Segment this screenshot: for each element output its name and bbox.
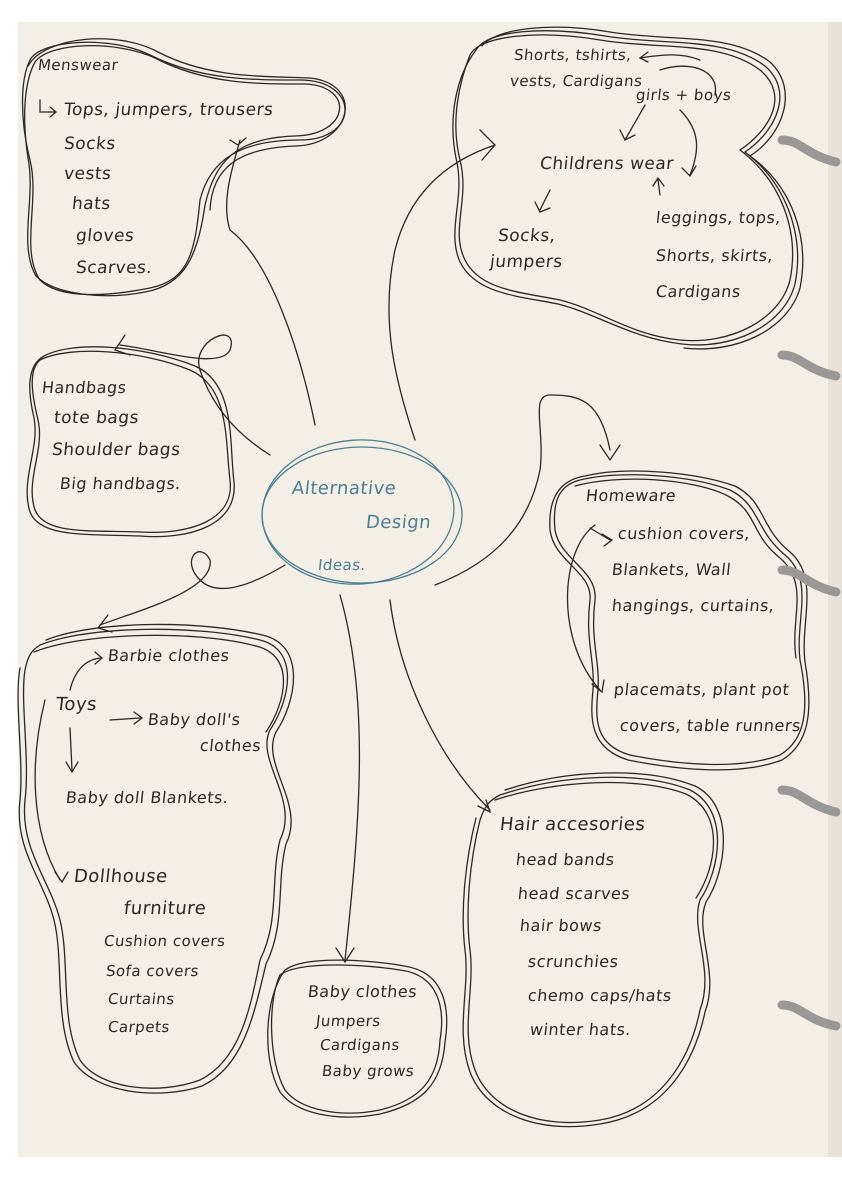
toys-item: Carpets xyxy=(107,1018,171,1036)
binder-rings xyxy=(777,135,841,1031)
toys-item: Cushion covers xyxy=(103,932,227,950)
toys-baby-doll-line-2: clothes xyxy=(199,736,263,755)
homeware-line: placemats, plant pot xyxy=(613,680,791,699)
toys-item: Curtains xyxy=(107,990,176,1008)
baby-item: Cardigans xyxy=(319,1036,401,1054)
toys-barbie: Barbie clothes xyxy=(107,646,231,665)
page-margin xyxy=(18,1157,842,1191)
baby-title: Baby clothes xyxy=(307,982,419,1001)
hair-cloud xyxy=(462,772,724,1128)
menswear-title: Menswear xyxy=(37,56,120,74)
center-cloud xyxy=(261,439,463,585)
homeware-line: covers, table runners xyxy=(619,716,802,735)
homeware-line: hangings, curtains, xyxy=(611,596,776,615)
homeware-line: cushion covers, xyxy=(617,524,752,543)
hair-item: hair bows xyxy=(519,916,603,935)
childrens-right-line: leggings, tops, xyxy=(655,208,782,227)
hair-item: head scarves xyxy=(517,884,632,903)
childrens-left-line-2: jumpers xyxy=(488,252,564,272)
menswear-item: hats xyxy=(70,194,112,214)
childrens-right-line: Shorts, skirts, xyxy=(655,246,775,265)
toys-baby-doll-line-1: Baby doll's xyxy=(147,710,242,729)
center-label-line-2: Design xyxy=(364,512,433,533)
hair-item: scrunchies xyxy=(527,952,620,971)
menswear-item: Socks xyxy=(62,134,117,154)
menswear-cloud xyxy=(21,38,346,297)
homeware-line: Blankets, Wall xyxy=(611,560,733,579)
childrens-left-line-1: Socks, xyxy=(496,226,557,246)
hair-item: winter hats. xyxy=(529,1020,633,1039)
hair-title: Hair accesories xyxy=(498,814,647,835)
toys-item: Sofa covers xyxy=(105,962,200,980)
homeware-title: Homeware xyxy=(585,486,678,505)
toys-dollhouse-line-2: furniture xyxy=(122,898,208,919)
childrens-top-line-1: Shorts, tshirts, xyxy=(513,46,633,64)
branches xyxy=(34,51,717,964)
toys-cloud xyxy=(17,623,295,1094)
handbags-item: Big handbags. xyxy=(59,474,182,493)
baby-cloud xyxy=(267,959,448,1118)
childrens-title: Childrens wear xyxy=(538,154,675,174)
baby-item: Jumpers xyxy=(315,1012,382,1030)
center-label-line-1: Alternative xyxy=(290,478,398,499)
childrens-right-line: Cardigans xyxy=(655,282,742,301)
homeware-cloud xyxy=(549,470,810,771)
menswear-item: gloves xyxy=(74,226,136,246)
toys-dollhouse-line-1: Dollhouse xyxy=(72,866,169,887)
baby-item: Baby grows xyxy=(321,1062,416,1080)
handbags-item: tote bags xyxy=(52,408,141,428)
toys-blankets: Baby doll Blankets. xyxy=(65,788,230,807)
paper-page xyxy=(18,22,828,1157)
menswear-item: vests xyxy=(62,164,113,184)
handbags-item: Shoulder bags xyxy=(50,440,182,460)
childrens-top-line-2: vests, Cardigans xyxy=(509,72,644,90)
toys-title: Toys xyxy=(54,694,99,715)
hair-item: head bands xyxy=(515,850,616,869)
childrens-split: girls + boys xyxy=(635,86,733,104)
handbags-title: Handbags xyxy=(41,378,128,397)
center-label-line-3: Ideas. xyxy=(317,556,367,574)
menswear-header-item: Tops, jumpers, trousers xyxy=(62,100,275,120)
menswear-item: Scarves. xyxy=(74,258,154,278)
childrens-cloud xyxy=(452,26,804,350)
handbags-cloud xyxy=(26,346,235,538)
hair-item: chemo caps/hats xyxy=(527,986,673,1005)
